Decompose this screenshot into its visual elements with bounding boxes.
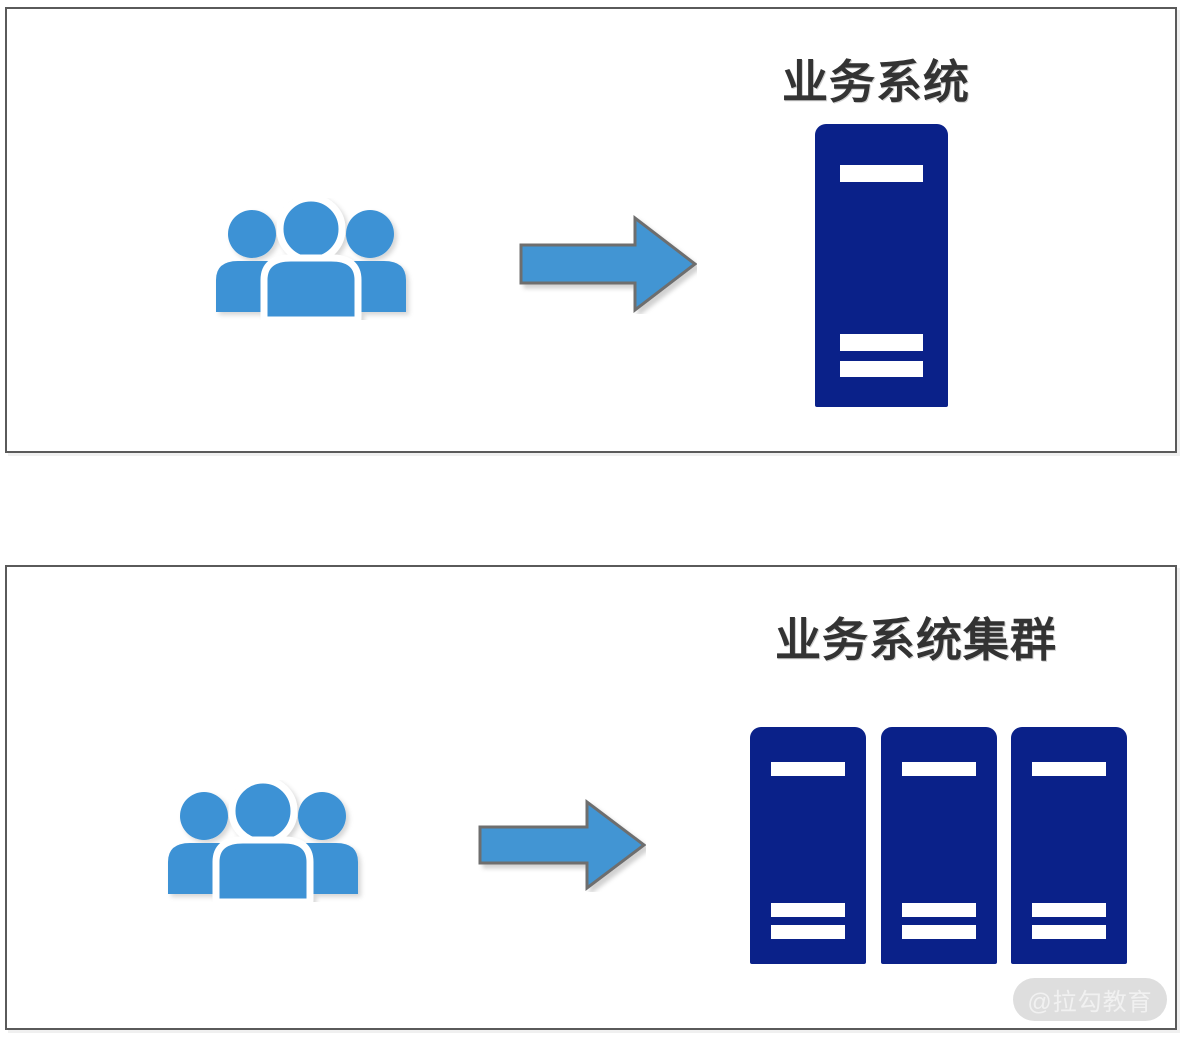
server-bar-bottom [902, 925, 976, 940]
server-bar-top [839, 165, 924, 182]
watermark-badge: @拉勾教育 [1013, 978, 1167, 1021]
watermark-text: @拉勾教育 [1027, 989, 1153, 1016]
server-bar-bottom [839, 360, 924, 378]
page-title-server-cluster: 业务系统集群 [775, 614, 1057, 666]
right-arrow-icon [478, 798, 647, 892]
page-title-single-server: 业务系统 [782, 56, 970, 108]
server-bar-bottom [1032, 925, 1106, 940]
server-icon-cluster-1 [750, 727, 866, 964]
right-arrow-icon [519, 214, 698, 314]
server-bar-bottom [771, 925, 845, 940]
server-icon-cluster-3 [1011, 727, 1127, 964]
users-group-icon [157, 776, 369, 906]
server-bar-top [771, 761, 845, 776]
server-icon-cluster-2 [881, 727, 997, 964]
server-bar-top [902, 761, 976, 776]
server-bar-middle [1032, 903, 1106, 918]
server-bar-middle [839, 334, 924, 351]
server-bar-middle [771, 903, 845, 918]
server-icon-single [815, 124, 948, 407]
users-group-icon [205, 194, 417, 324]
server-bar-top [1032, 761, 1106, 776]
server-bar-middle [902, 903, 976, 918]
